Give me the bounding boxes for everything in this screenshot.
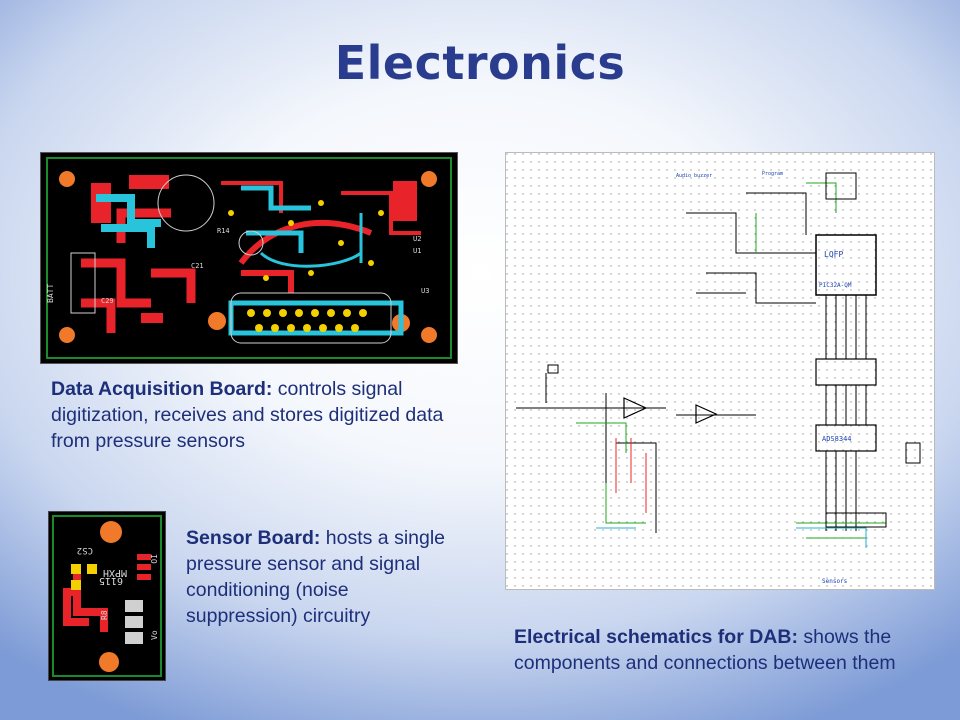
schematic-caption-heading: Electrical schematics for DAB:: [514, 626, 798, 648]
dab-caption: Data Acquisition Board: controls signal …: [51, 376, 466, 454]
sensor-label: MPXH: [103, 567, 127, 578]
sensor-pcb-image: CS2 MPXH 6115 IO R8 Vo: [48, 511, 166, 681]
pcb-label: U1: [413, 247, 421, 255]
pcb-label: R14: [217, 227, 230, 235]
pcb-label: BATT: [46, 284, 55, 303]
sensor-label: Vo: [150, 630, 159, 640]
schematic-caption: Electrical schematics for DAB: shows the…: [514, 624, 914, 676]
pcb-label: C29: [101, 297, 114, 305]
sensor-caption-heading: Sensor Board:: [186, 527, 321, 549]
dab-caption-text: controls signal digitization, receives a…: [51, 378, 444, 452]
sensor-caption: Sensor Board: hosts a single pressure se…: [186, 525, 456, 629]
sensor-label: CS2: [77, 545, 93, 555]
sensor-label: 6115: [99, 575, 123, 586]
schematic-label: LQFP: [824, 250, 843, 259]
schematic-label: Audio buzzer: [676, 173, 712, 179]
slide-title: Electronics: [334, 36, 626, 90]
pcb-label: U2: [413, 235, 421, 243]
schematic-label: Sensors: [822, 578, 848, 585]
schematic-label: Program: [762, 171, 783, 177]
sensor-label: IO: [149, 554, 158, 564]
schematic-label: PIC32A-QM: [819, 282, 852, 289]
sensor-label: R8: [100, 610, 109, 620]
pcb-label: C21: [191, 262, 204, 270]
pcb-label: U3: [421, 287, 429, 295]
sensor-caption-text: hosts a single pressure sensor and signa…: [186, 527, 446, 627]
schematic-label: ADS8344: [822, 435, 852, 443]
dab-caption-heading: Data Acquisition Board:: [51, 378, 273, 400]
pcb-layout-image: BATT U1 U2 U3 R14 C29 C21: [40, 152, 458, 364]
circuit-schematic-image: LQFP PIC32A-QM ADS8344: [505, 152, 935, 590]
schematic-caption-text: shows the components and connections bet…: [514, 626, 896, 674]
